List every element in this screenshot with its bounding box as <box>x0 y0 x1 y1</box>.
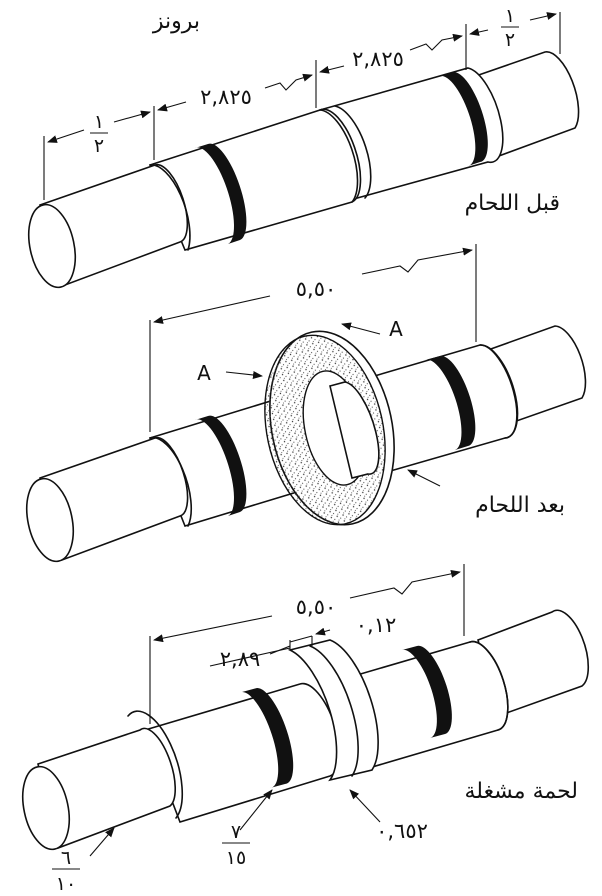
dim-bottom-gap: ٠,١٢ <box>356 613 397 637</box>
dimensions-after-welding <box>149 244 477 487</box>
dimensions-before-welding <box>43 12 561 200</box>
label-material: برونز <box>152 9 200 34</box>
dim-top-mid-left: ٢,٨٢٥ <box>200 85 252 109</box>
svg-text:٢: ٢ <box>505 29 515 51</box>
label-before-welding: قبل اللحام <box>465 191 560 216</box>
frac-top-right: ١ ٢ <box>501 5 519 51</box>
section-a-left: A <box>197 361 211 385</box>
label-machined-weld: لحمة مشغلة <box>464 779 578 804</box>
svg-text:١: ١ <box>505 5 515 27</box>
frac-bottom-left: ٦ ١٠ <box>52 847 80 895</box>
dim-bottom-total: ٥,٥٠ <box>296 595 337 619</box>
dim-top-mid-right: ٢,٨٢٥ <box>352 47 404 71</box>
svg-text:٢: ٢ <box>94 135 104 157</box>
frac-bottom-mid: ٧ ١٥ <box>222 821 250 869</box>
label-after-welding: بعد اللحام <box>475 493 565 518</box>
section-a-right: A <box>389 317 403 341</box>
svg-text:١٠: ١٠ <box>56 873 76 895</box>
shaft-after-welding <box>25 325 587 563</box>
dim-bottom-diameter: ٠,٦٥٢ <box>376 819 428 843</box>
shaft-before-welding <box>27 51 580 289</box>
svg-text:١: ١ <box>94 111 104 133</box>
dimensions-machined-weld <box>89 564 465 857</box>
svg-text:٧: ٧ <box>231 821 241 843</box>
frac-top-left: ١ ٢ <box>90 111 108 157</box>
shaft-machined-weld <box>21 609 590 851</box>
svg-text:١٥: ١٥ <box>226 847 246 869</box>
dim-middle-total: ٥,٥٠ <box>296 277 337 301</box>
dim-bottom-left: ٢,٨٩ <box>220 647 261 671</box>
svg-text:٦: ٦ <box>61 847 71 869</box>
